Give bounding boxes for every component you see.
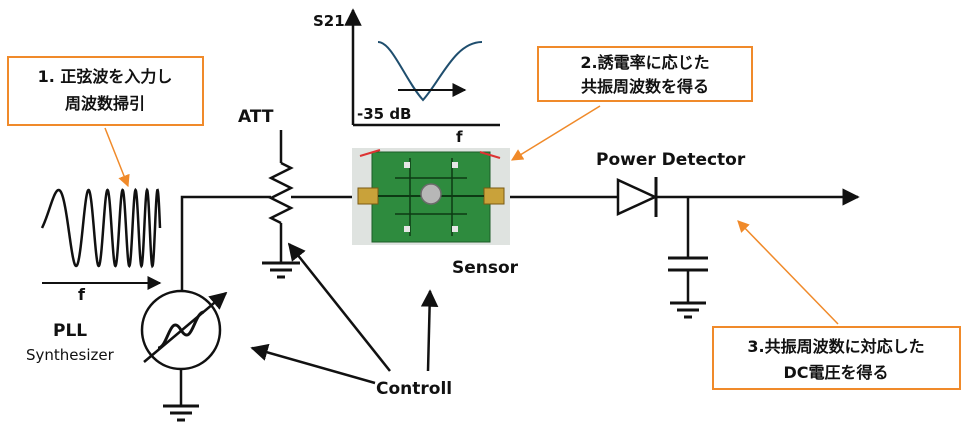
s21-label: S21	[313, 12, 345, 30]
control-label: Controll	[376, 379, 452, 399]
callout-1-line-1: 1. 正弦波を入力し	[38, 67, 173, 86]
diode-triangle	[616, 178, 658, 216]
signal-line-in	[180, 195, 262, 330]
freq-axis-label: f	[456, 128, 463, 146]
callout-1-line-2: 周波数掃引	[65, 94, 145, 113]
synthesizer-label: Synthesizer	[26, 346, 115, 364]
pll-synthesizer: PLL Synthesizer	[26, 289, 228, 422]
callout-3-line-1: 3.共振周波数に対応した	[747, 337, 924, 356]
callout-1-arrow	[104, 127, 130, 188]
pll-label: PLL	[53, 321, 87, 341]
power-detector-label: Power Detector	[596, 150, 746, 170]
sma-connector-right	[483, 187, 505, 205]
callout-3: 3.共振周波数に対応した DC電圧を得る	[712, 326, 961, 390]
callout-3-line-2: DC電圧を得る	[783, 363, 888, 382]
sensor-label: Sensor	[452, 258, 519, 278]
power-detector: Power Detector	[596, 150, 746, 217]
s21-graph: S21 -35 dB f	[313, 8, 500, 146]
callout-2-line-1: 2.誘電率に応じた	[580, 53, 709, 72]
level-label: -35 dB	[357, 105, 412, 123]
control-arrow-pll	[250, 343, 376, 385]
callout-2-line-2: 共振周波数を得る	[581, 77, 709, 96]
callout-2: 2.誘電率に応じた 共振周波数を得る	[537, 46, 753, 102]
resistor-zigzag	[268, 161, 294, 225]
att-label: ATT	[238, 107, 274, 127]
control-arrow-sensor	[420, 289, 439, 372]
s21-notch-curve	[377, 41, 483, 102]
sample-well	[420, 183, 442, 205]
callout-3-arrow	[737, 220, 839, 325]
control-arrow-att	[287, 242, 391, 372]
sweep-freq-label: f	[78, 285, 86, 304]
capacitor	[668, 197, 708, 319]
attenuator: ATT	[238, 107, 300, 279]
callout-2-arrow	[510, 105, 601, 161]
sensor-board	[352, 148, 510, 245]
callout-1: 1. 正弦波を入力し 周波数掃引	[7, 56, 204, 126]
chirp-waveform	[40, 187, 162, 269]
tuning-arrow	[143, 291, 228, 363]
sma-connector-left	[357, 187, 379, 205]
